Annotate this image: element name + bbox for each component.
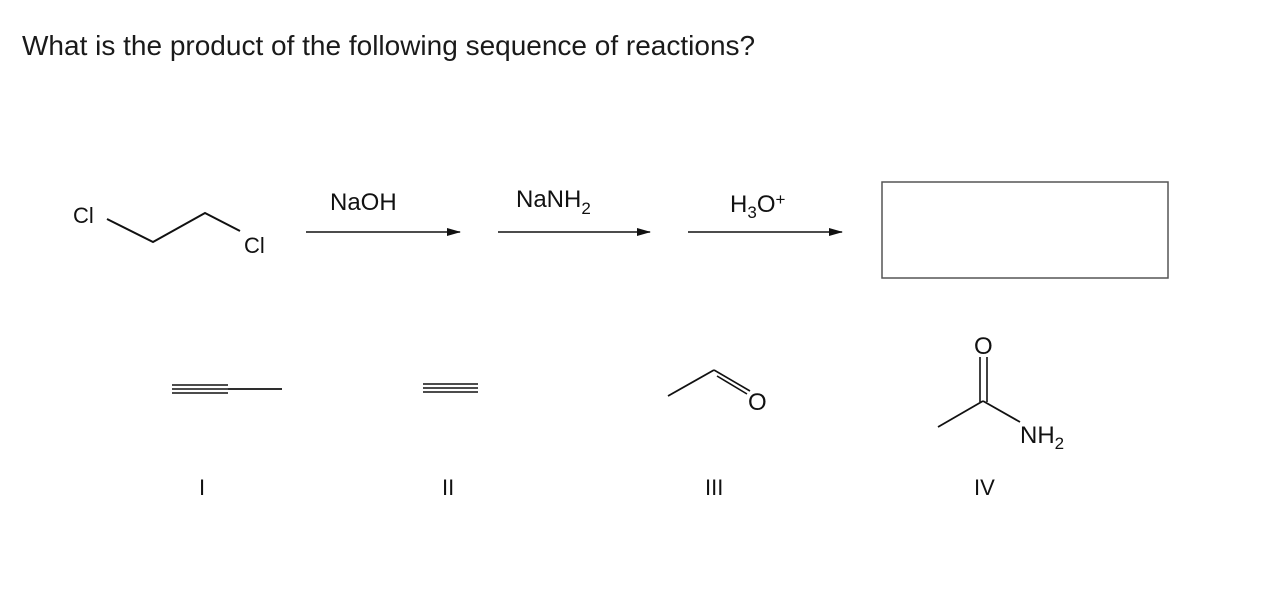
choice-ii-structure[interactable]	[423, 383, 478, 393]
reactant-cl-right: Cl	[244, 233, 265, 258]
choice-iii-oxygen: O	[748, 389, 767, 416]
choice-i-structure[interactable]	[172, 384, 282, 394]
question-text: What is the product of the following seq…	[22, 30, 756, 61]
reactant-structure: Cl Cl	[73, 203, 265, 258]
choice-ii-label: II	[442, 475, 454, 500]
choice-iv-oxygen: O	[974, 333, 993, 360]
choice-iv-label: IV	[974, 475, 995, 500]
choice-iii-structure[interactable]: O	[667, 369, 767, 416]
choice-iii-label: III	[705, 475, 723, 500]
reagent-naoh: NaOH	[330, 189, 397, 216]
choice-iv-structure[interactable]: O NH2	[937, 333, 1064, 453]
reagent-h3o: H3O+	[730, 190, 785, 222]
reaction-arrows: NaOH NaNH2 H3O+	[306, 186, 843, 236]
answer-box[interactable]	[881, 181, 1169, 279]
reactant-carbon-chain	[106, 211, 241, 244]
choice-iv-amine: NH2	[1020, 422, 1064, 453]
reagent-nanh2: NaNH2	[516, 186, 591, 218]
reactant-cl-left: Cl	[73, 203, 94, 228]
choice-i-label: I	[199, 475, 205, 500]
